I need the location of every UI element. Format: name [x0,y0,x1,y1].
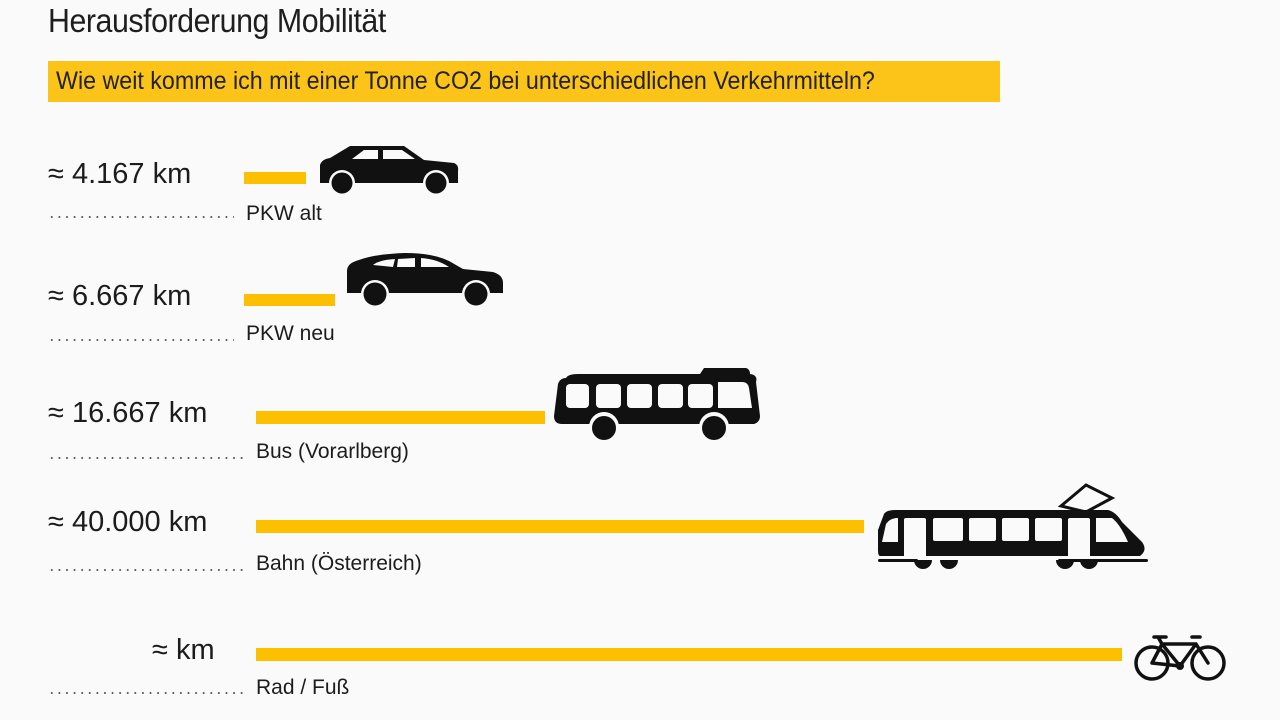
dotted-leader [48,569,244,571]
dotted-leader [48,692,244,694]
dotted-leader [48,339,234,341]
value-label: ≈ 4.167 km [48,158,192,190]
page-title: Herausforderung Mobilität [48,2,386,39]
bar [256,648,1122,661]
value-label: ≈ 40.000 km [48,506,208,538]
category-label: Rad / Fuß [256,676,350,699]
bicycle-icon [1132,633,1228,683]
category-label: PKW neu [246,322,335,345]
bar [256,411,545,424]
bus-icon [552,366,764,444]
bar [244,172,306,184]
bar [244,294,335,306]
category-label: Bahn (Österreich) [256,552,422,575]
value-label: ≈ 6.667 km [48,280,192,312]
value-label: ≈ km [152,634,215,666]
bar [256,520,864,533]
car-new-icon [345,251,505,309]
dotted-leader [48,216,234,218]
subtitle-banner: Wie weit komme ich mit einer Tonne CO2 b… [48,61,1000,102]
value-label: ≈ 16.667 km [48,397,208,429]
subtitle-text: Wie weit komme ich mit einer Tonne CO2 b… [56,67,875,95]
category-label: PKW alt [246,202,322,225]
dotted-leader [48,457,244,459]
category-label: Bus (Vorarlberg) [256,440,409,463]
car-old-icon [316,143,460,196]
train-icon [876,480,1151,572]
